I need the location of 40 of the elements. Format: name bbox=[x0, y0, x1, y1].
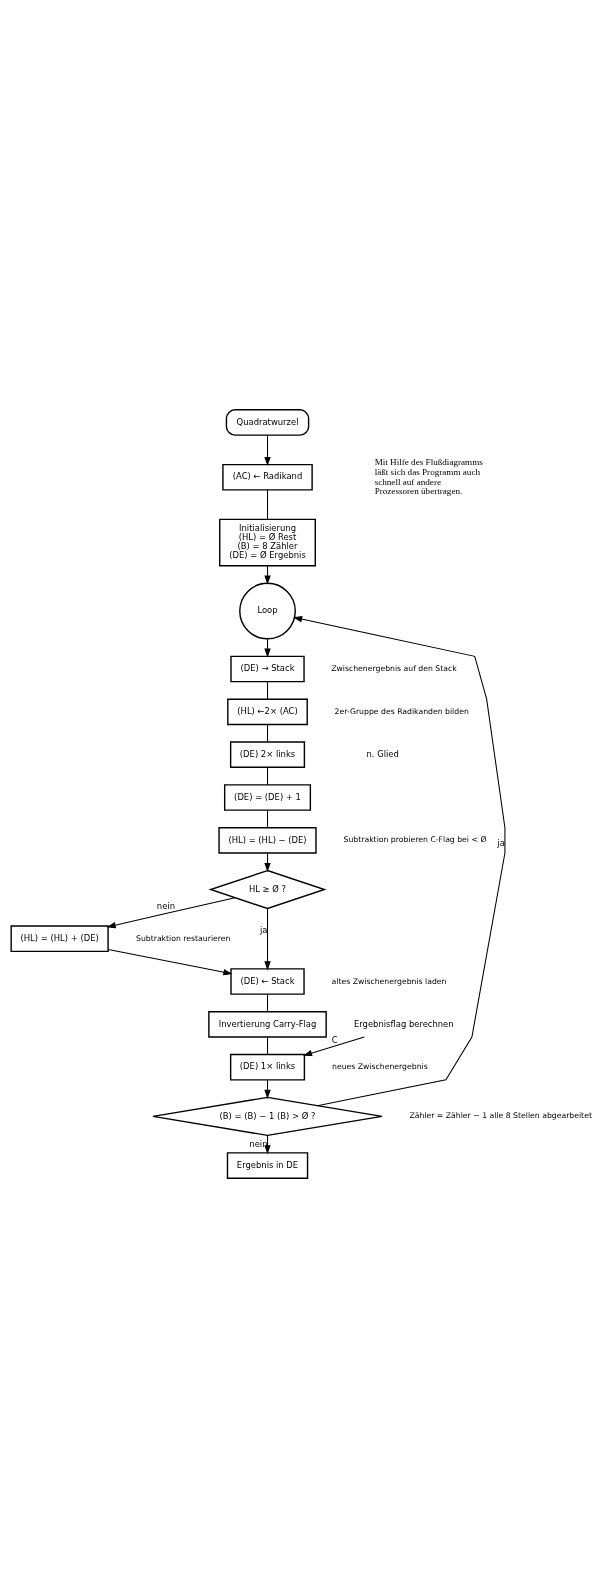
node-box: Initialisierung (HL) = Ø Rest (B) = 8 Zähler (DE) = Ø Ergebnis bbox=[219, 518, 316, 567]
node-diamond: HL ≥ Ø ? bbox=[208, 869, 327, 910]
node-box: Ergebnis in DE bbox=[226, 1152, 309, 1179]
connector bbox=[267, 766, 269, 786]
node-box: Invertierung Carry-Flag bbox=[208, 1011, 327, 1038]
arrow bbox=[107, 948, 233, 976]
edge-label: C bbox=[331, 1034, 338, 1045]
label: Mit Hilfe des Flußdiagramms läßt sich das Programm auch schnell auf andere Prozessoren übertragen. bbox=[374, 456, 483, 497]
connector bbox=[267, 681, 269, 700]
connector bbox=[267, 993, 269, 1013]
arrow bbox=[264, 852, 271, 873]
node-diamond: (B) = (B) − 1 (B) > Ø ? bbox=[152, 1096, 383, 1137]
edge-label: nein bbox=[156, 901, 176, 912]
node-text: Ergebnisflag berechnen bbox=[353, 1018, 454, 1029]
node-box: (HL) = (HL) + (DE) bbox=[10, 925, 109, 953]
edge-label: ja bbox=[259, 924, 268, 935]
arrow bbox=[293, 616, 506, 1107]
node-box: (HL) = (HL) − (DE) bbox=[218, 827, 317, 854]
arrow bbox=[303, 1036, 365, 1057]
node-box: (AC) ← Radikand bbox=[222, 463, 313, 491]
arrow bbox=[264, 908, 271, 971]
node-box: (DE) 2× links bbox=[229, 741, 306, 768]
label: n. Glied bbox=[366, 748, 399, 759]
arrow bbox=[264, 1079, 271, 1099]
edge-label: nein bbox=[249, 1139, 268, 1150]
node-box: Quadratwurzel bbox=[225, 409, 310, 436]
arrow bbox=[264, 1134, 271, 1155]
edge-label: ja bbox=[497, 838, 505, 849]
node-box: (DE) 1× links bbox=[229, 1053, 306, 1081]
connector bbox=[267, 489, 269, 520]
node-box: (DE) ← Stack bbox=[230, 968, 305, 995]
connector bbox=[267, 1036, 269, 1055]
node-box: (DE) → Stack bbox=[230, 655, 305, 683]
node-circle: Loop bbox=[239, 582, 296, 640]
connector bbox=[267, 809, 269, 829]
arrow bbox=[106, 897, 236, 929]
node-box: (DE) = (DE) + 1 bbox=[224, 784, 312, 811]
arrow bbox=[264, 434, 271, 467]
node-box: (HL) ←2× (AC) bbox=[227, 698, 308, 726]
connector bbox=[267, 724, 269, 743]
